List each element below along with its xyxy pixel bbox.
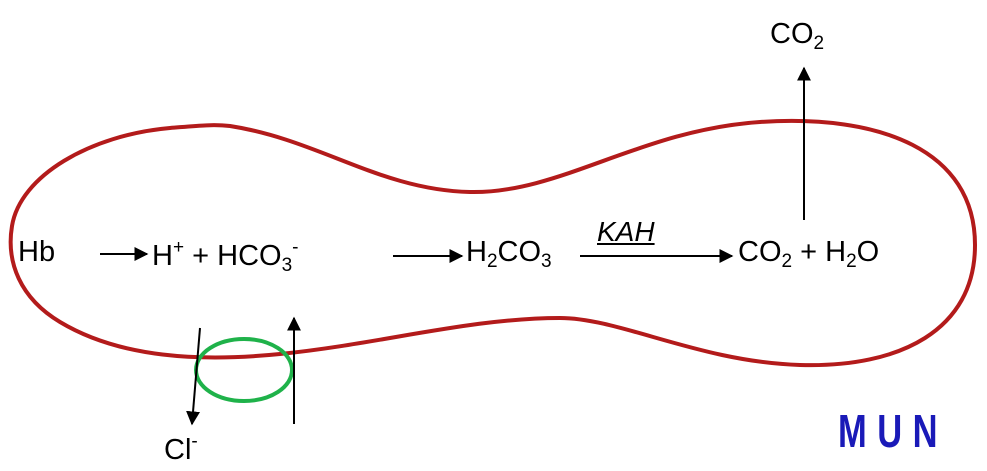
plus-sign-1: + <box>192 240 210 272</box>
water-o: O <box>856 236 880 268</box>
released-co2-text: CO <box>770 18 814 50</box>
enzyme-label: KAH <box>597 216 655 247</box>
hb-label: Hb <box>18 238 55 267</box>
water-subscript: 2 <box>846 251 857 272</box>
chloride-label: Cl- <box>164 432 198 465</box>
chloride-text: Cl <box>164 434 192 466</box>
cell-membrane-outline <box>8 118 978 368</box>
bicarbonate-text: HCO <box>217 240 282 272</box>
released-co2-label: CO2 <box>770 18 825 54</box>
products-label: CO2 + H2O <box>738 236 880 272</box>
carbonic-acid-sub2: 3 <box>541 251 552 272</box>
proton-label: H+ + HCO3- <box>152 238 298 275</box>
water-h: H <box>825 236 847 268</box>
plus-sign-2: + <box>800 236 818 268</box>
carbonic-acid-sub1: 2 <box>486 251 498 272</box>
co2-subscript: 2 <box>781 251 793 272</box>
hb-text: Hb <box>18 236 56 268</box>
chloride-charge: - <box>191 431 198 452</box>
co2-text: CO <box>738 236 782 268</box>
carbonic-acid-label: H2CO3 <box>466 236 552 272</box>
bicarbonate-charge: - <box>292 237 299 258</box>
brand-watermark: MUN <box>838 405 949 457</box>
chloride-transporter <box>194 337 294 403</box>
carbonic-acid-co: CO <box>497 236 542 268</box>
proton-charge: + <box>172 237 185 258</box>
proton-text: H <box>152 240 173 272</box>
released-co2-subscript: 2 <box>813 33 825 54</box>
chloride-out-arrow <box>186 327 201 426</box>
bicarbonate-subscript: 3 <box>281 255 293 276</box>
carbonic-acid-h: H <box>466 236 487 268</box>
